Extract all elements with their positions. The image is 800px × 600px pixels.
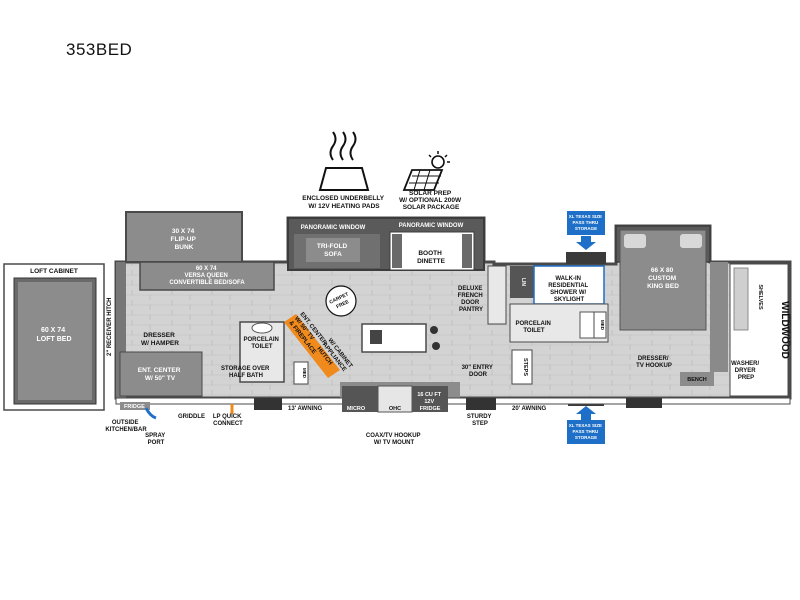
pantry-bath: DELUXE FRENCH DOOR PANTRY LIN WALK-IN RE… <box>458 265 609 385</box>
king-bed-label: 66 X 80 CUSTOM KING BED <box>647 267 679 290</box>
panoramic-window-right: PANORAMIC WINDOW <box>399 223 464 229</box>
griddle-label: GRIDDLE <box>178 414 205 420</box>
coax-hookup-label: COAX/TV HOOKUP W/ TV MOUNT <box>366 433 422 446</box>
rear-wardrobe: SHELVES WILDWOOD HERITAGE GLEN WASHER/ D… <box>729 263 792 397</box>
deluxe-pantry-label: DELUXE FRENCH DOOR PANTRY <box>458 286 485 313</box>
dresser-tv-hookup-label: DRESSER/ TV HOOKUP <box>636 356 672 369</box>
lp-quick-label: LP QUICK CONNECT <box>213 414 243 427</box>
solar-panel-icon <box>402 151 450 191</box>
flip-up-bunk: 30 X 74 FLIP-UP BUNK 60 X 74 VERSA QUEEN… <box>125 211 275 291</box>
ohc-label: OHC <box>389 406 401 412</box>
xl-storage-bottom: XL TEXAS SIZE PASS THRU STORAGE <box>567 400 605 444</box>
master-bedroom: 66 X 80 CUSTOM KING BED BENCH <box>615 225 728 386</box>
heat-waves-icon <box>318 131 370 191</box>
flip-up-bunk-label: 30 X 74 FLIP-UP BUNK <box>171 228 198 251</box>
micro-label: MICRO <box>347 406 366 412</box>
awning-13-label: 13' AWNING <box>288 406 323 412</box>
svg-text:XL TEXAS SIZE PASS THRU: XL TEXAS SIZE PASS THRU STORAGE <box>569 423 603 440</box>
spray-port-label: SPRAY PORT <box>145 433 167 446</box>
model-name: 353BED <box>66 40 133 59</box>
panoramic-window-left: PANORAMIC WINDOW <box>301 225 366 231</box>
bunk-room: ENT. CENTER W/ 50" TV DRESSER W/ HAMPER … <box>119 321 309 397</box>
solar-prep-label: SOLAR PREP W/ OPTIONAL 200W SOLAR PACKAG… <box>399 190 463 211</box>
fridge-12v-label: 16 CU FT 12V FRIDGE <box>417 392 442 412</box>
fridge-left-label: FRIDGE <box>124 404 145 410</box>
brand-sub-label: HERITAGE GLEN <box>787 314 792 347</box>
walk-in-shower-label: WALK-IN RESIDENTIAL SHOWER W/ SKYLIGHT <box>548 276 590 303</box>
loft-bed-label: 60 X 74 LOFT BED <box>37 327 72 343</box>
versa-queen-label: 60 X 74 VERSA QUEEN CONVERTIBLE BED/SOFA <box>169 266 245 286</box>
loft-bed: LOFT CABINET 60 X 74 LOFT BED <box>3 263 105 411</box>
dresser-hamper-label: DRESSER W/ HAMPER <box>141 332 179 347</box>
carpet-free-badge: CARPET FREE <box>325 285 357 317</box>
outside-kitchen-label: OUTSIDE KITCHEN/BAR <box>105 420 147 433</box>
booth-dinette-label: BOOTH DINETTE <box>417 250 445 265</box>
porcelain-toilet-right-label: PORCELAIN TOILET <box>515 321 552 334</box>
sturdy-step-label: STURDY STEP <box>467 414 493 427</box>
enclosed-underbelly-label: ENCLOSED UNDERBELLY W/ 12V HEATING PADS <box>302 195 385 210</box>
brand-label: WILDWOOD <box>779 301 790 359</box>
svg-text:XL TEXAS SIZE PASS THRU: XL TEXAS SIZE PASS THRU STORAGE <box>569 214 603 231</box>
xl-storage-top: XL TEXAS SIZE PASS THRU STORAGE <box>566 211 606 264</box>
porcelain-toilet-left-label: PORCELAIN TOILET <box>243 337 280 350</box>
entry-door-label: 30" ENTRY DOOR <box>462 365 495 378</box>
med-right-label: MED <box>600 320 605 331</box>
ent-center-tv-label: ENT. CENTER W/ 50" TV <box>138 367 182 382</box>
shelves-label: SHELVES <box>757 284 763 310</box>
loft-cabinet-label: LOFT CABINET <box>30 268 78 275</box>
washer-dryer-label: WASHER/ DRYER PREP <box>731 361 761 381</box>
living-slide: TRI-FOLD SOFA BOOTH DINETTE PANORAMIC WI… <box>287 217 485 271</box>
bench-label: BENCH <box>687 377 707 383</box>
steps-label: STEPS <box>522 358 528 376</box>
tri-fold-sofa-label: TRI-FOLD SOFA <box>317 243 349 258</box>
lin-label: LIN <box>520 278 526 286</box>
exterior-strip: FRIDGE MICRO OHC 16 CU FT 12V FRIDGE <box>115 385 791 420</box>
awning-20-label: 20' AWNING <box>512 406 547 412</box>
receiver-hitch-label: 2" RECEIVER HITCH <box>107 297 113 356</box>
med-left-label: MED <box>302 368 307 379</box>
storage-half-bath-label: STORAGE OVER HALF BATH <box>221 366 271 379</box>
